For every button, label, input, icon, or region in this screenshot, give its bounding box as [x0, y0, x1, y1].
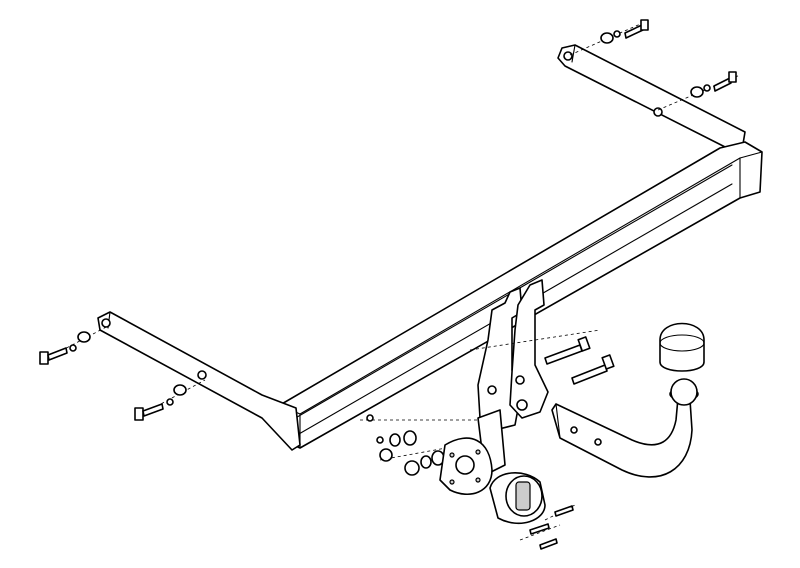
tow-ball-cap	[659, 322, 705, 372]
tow-ball-neck	[551, 397, 693, 478]
drop-plates	[477, 279, 549, 431]
left-mounting-bracket	[97, 311, 301, 451]
socket-bracket	[439, 409, 506, 495]
mounting-bolts	[39, 19, 741, 476]
right-mounting-bracket	[557, 44, 746, 153]
electrical-socket	[489, 472, 576, 550]
tow-ball	[669, 378, 699, 406]
